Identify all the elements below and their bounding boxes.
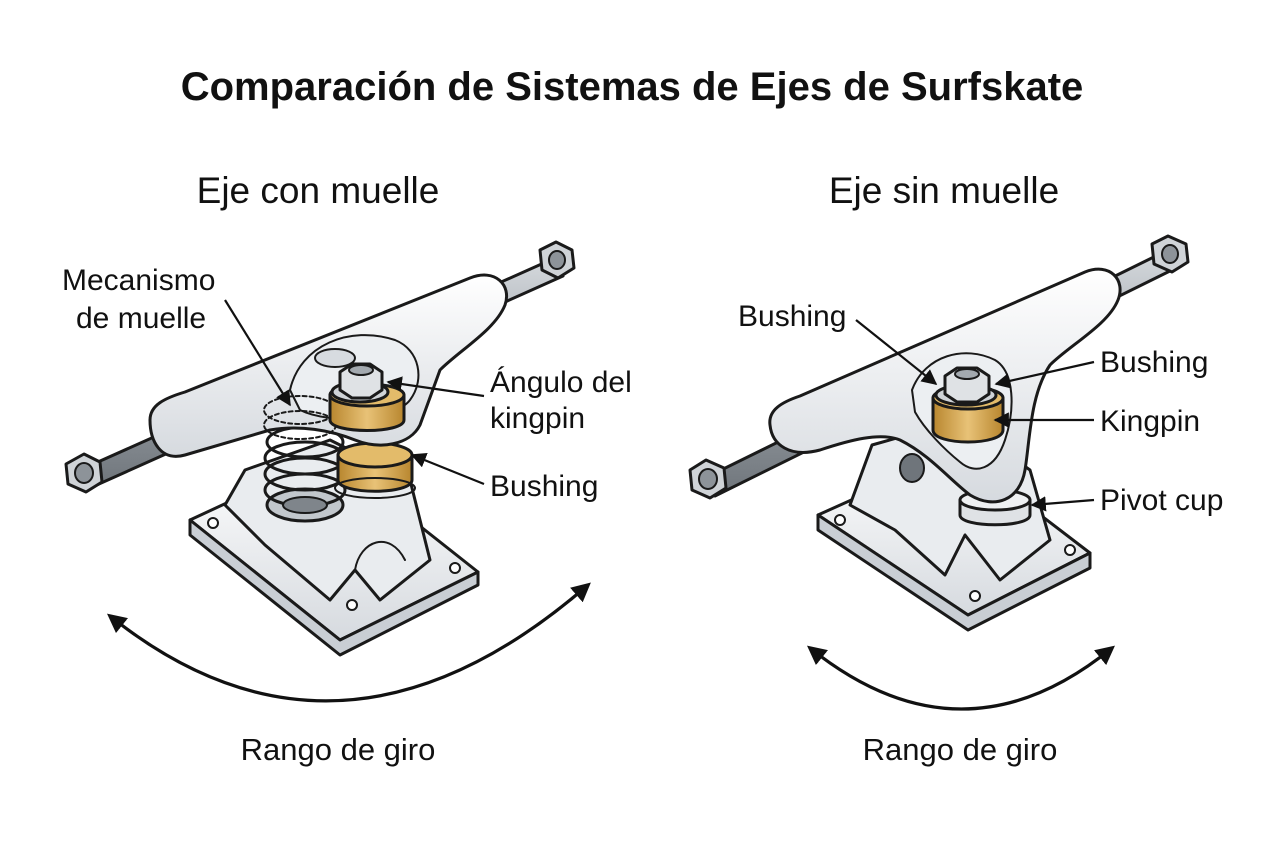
right-turning-range-label: Rango de giro	[863, 732, 1058, 767]
spring-coil	[263, 425, 347, 523]
page-title: Comparación de Sistemas de Ejes de Surfs…	[181, 65, 1084, 109]
kingpin-angle-label-line2: kingpin	[490, 402, 585, 435]
spring-truck-heading: Eje con muelle	[197, 170, 440, 211]
right-axle-nut-right	[1150, 234, 1190, 274]
left-kingpin-nut	[330, 362, 390, 404]
axle-nut-right	[538, 240, 576, 280]
right-turning-range-arrow	[807, 645, 1115, 711]
left-turning-range-label: Rango de giro	[241, 732, 436, 767]
kingpin-label: Kingpin	[1100, 405, 1200, 438]
springless-truck-illustration	[688, 234, 1190, 632]
right-bushing-left-label: Bushing	[738, 300, 846, 333]
spring-mechanism-leader	[224, 299, 291, 407]
left-turning-range-arrow	[107, 582, 591, 703]
springless-truck-heading: Eje sin muelle	[829, 170, 1059, 211]
right-kingpin-nut	[934, 366, 998, 407]
right-bushing-left-leader	[855, 319, 938, 385]
spring-mechanism-label-line2: de muelle	[76, 302, 206, 335]
spring-truck-illustration	[64, 240, 576, 657]
kingpin-angle-label-line1: Ángulo del	[490, 366, 632, 399]
spring-mechanism-label-line1: Mecanismo	[62, 264, 215, 297]
right-bushing-right-leader	[994, 360, 1095, 389]
right-axle-nut-left	[688, 458, 728, 500]
right-bushing-right-label: Bushing	[1100, 346, 1208, 379]
left-lower-bushing	[334, 441, 416, 499]
pivot-cup-leader	[1030, 496, 1095, 512]
pivot-cup-label: Pivot cup	[1100, 484, 1223, 517]
left-bushing-label: Bushing	[490, 470, 598, 503]
axle-nut-left	[64, 452, 104, 494]
left-baseplate	[188, 438, 480, 657]
kingpin-angle-leader	[386, 376, 485, 398]
left-bushing-leader	[410, 453, 485, 486]
